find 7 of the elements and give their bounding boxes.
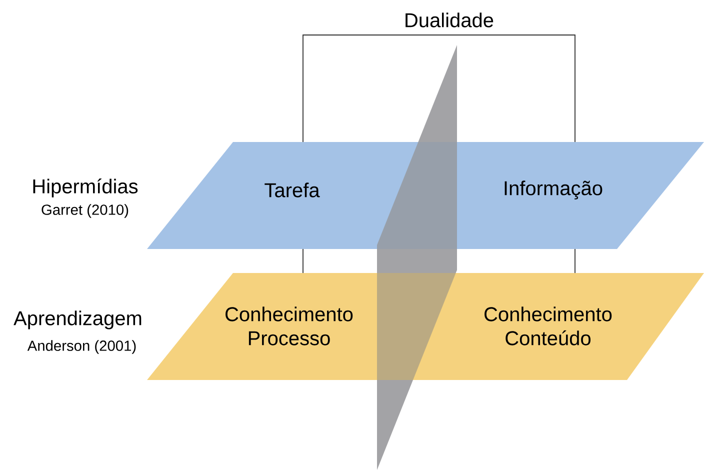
side-reference: Garret (2010)	[42, 204, 128, 218]
side-heading: Aprendizagem	[14, 310, 142, 330]
plane: Tarefa Informação	[147, 142, 704, 249]
side-reference: Anderson (2001)	[27, 340, 136, 354]
plane: Conhecimento Processo Conhecimento Conteúdo	[147, 273, 704, 380]
side-heading: Hipermídias	[33, 178, 138, 198]
label: Dualidade	[406, 12, 494, 28]
